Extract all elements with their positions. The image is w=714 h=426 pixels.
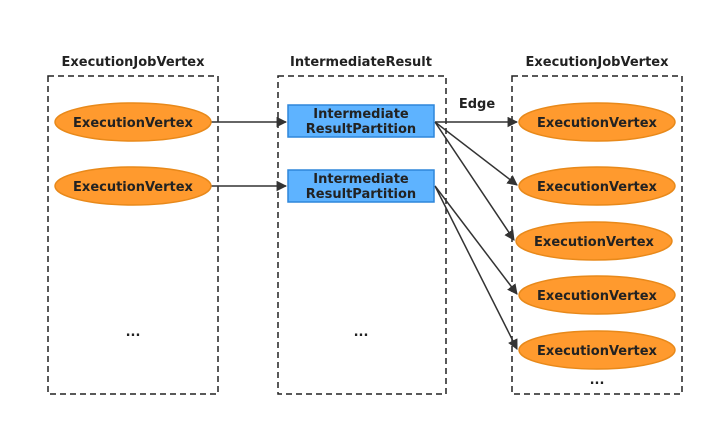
source-vertex-2: ExecutionVertex	[54, 166, 212, 206]
target-vertex-5-label: ExecutionVertex	[537, 344, 658, 359]
source-vertex-2-label: ExecutionVertex	[73, 180, 194, 195]
edge-partition2-target5	[434, 185, 518, 350]
target-vertex-5: ExecutionVertex	[518, 330, 676, 370]
source-ellipsis: ...	[126, 325, 141, 340]
partition-1-line2: ResultPartition	[306, 122, 416, 137]
partition-2: Intermediate ResultPartition	[287, 169, 435, 203]
group-title-intermediate: IntermediateResult	[290, 55, 432, 70]
target-vertex-1-label: ExecutionVertex	[537, 116, 658, 131]
partition-1: Intermediate ResultPartition	[287, 104, 435, 138]
partition-1-line1: Intermediate	[313, 107, 409, 122]
partition-2-line1: Intermediate	[313, 172, 409, 187]
intermediate-ellipsis: ...	[354, 325, 369, 340]
group-box-source-job-vertex	[47, 75, 219, 395]
group-box-target-job-vertex	[511, 75, 683, 395]
target-vertex-3: ExecutionVertex	[515, 221, 673, 261]
target-vertex-4-label: ExecutionVertex	[537, 289, 658, 304]
source-vertex-1-label: ExecutionVertex	[73, 116, 194, 131]
group-title-source: ExecutionJobVertex	[62, 55, 206, 70]
target-vertex-4: ExecutionVertex	[518, 275, 676, 315]
source-vertex-1: ExecutionVertex	[54, 102, 212, 142]
edge-partition1-target3	[434, 121, 515, 241]
target-vertex-1: ExecutionVertex	[518, 102, 676, 142]
target-vertex-2-label: ExecutionVertex	[537, 180, 658, 195]
partition-2-line2: ResultPartition	[306, 187, 416, 202]
target-vertex-2: ExecutionVertex	[518, 166, 676, 206]
edge-label: Edge	[459, 97, 495, 112]
edge-partition2-target4	[434, 185, 518, 295]
target-ellipsis: ...	[590, 373, 605, 388]
edge-partition1-target2	[434, 121, 518, 186]
group-box-intermediate-result	[277, 75, 447, 395]
target-vertex-3-label: ExecutionVertex	[534, 235, 655, 250]
group-title-target: ExecutionJobVertex	[526, 55, 670, 70]
